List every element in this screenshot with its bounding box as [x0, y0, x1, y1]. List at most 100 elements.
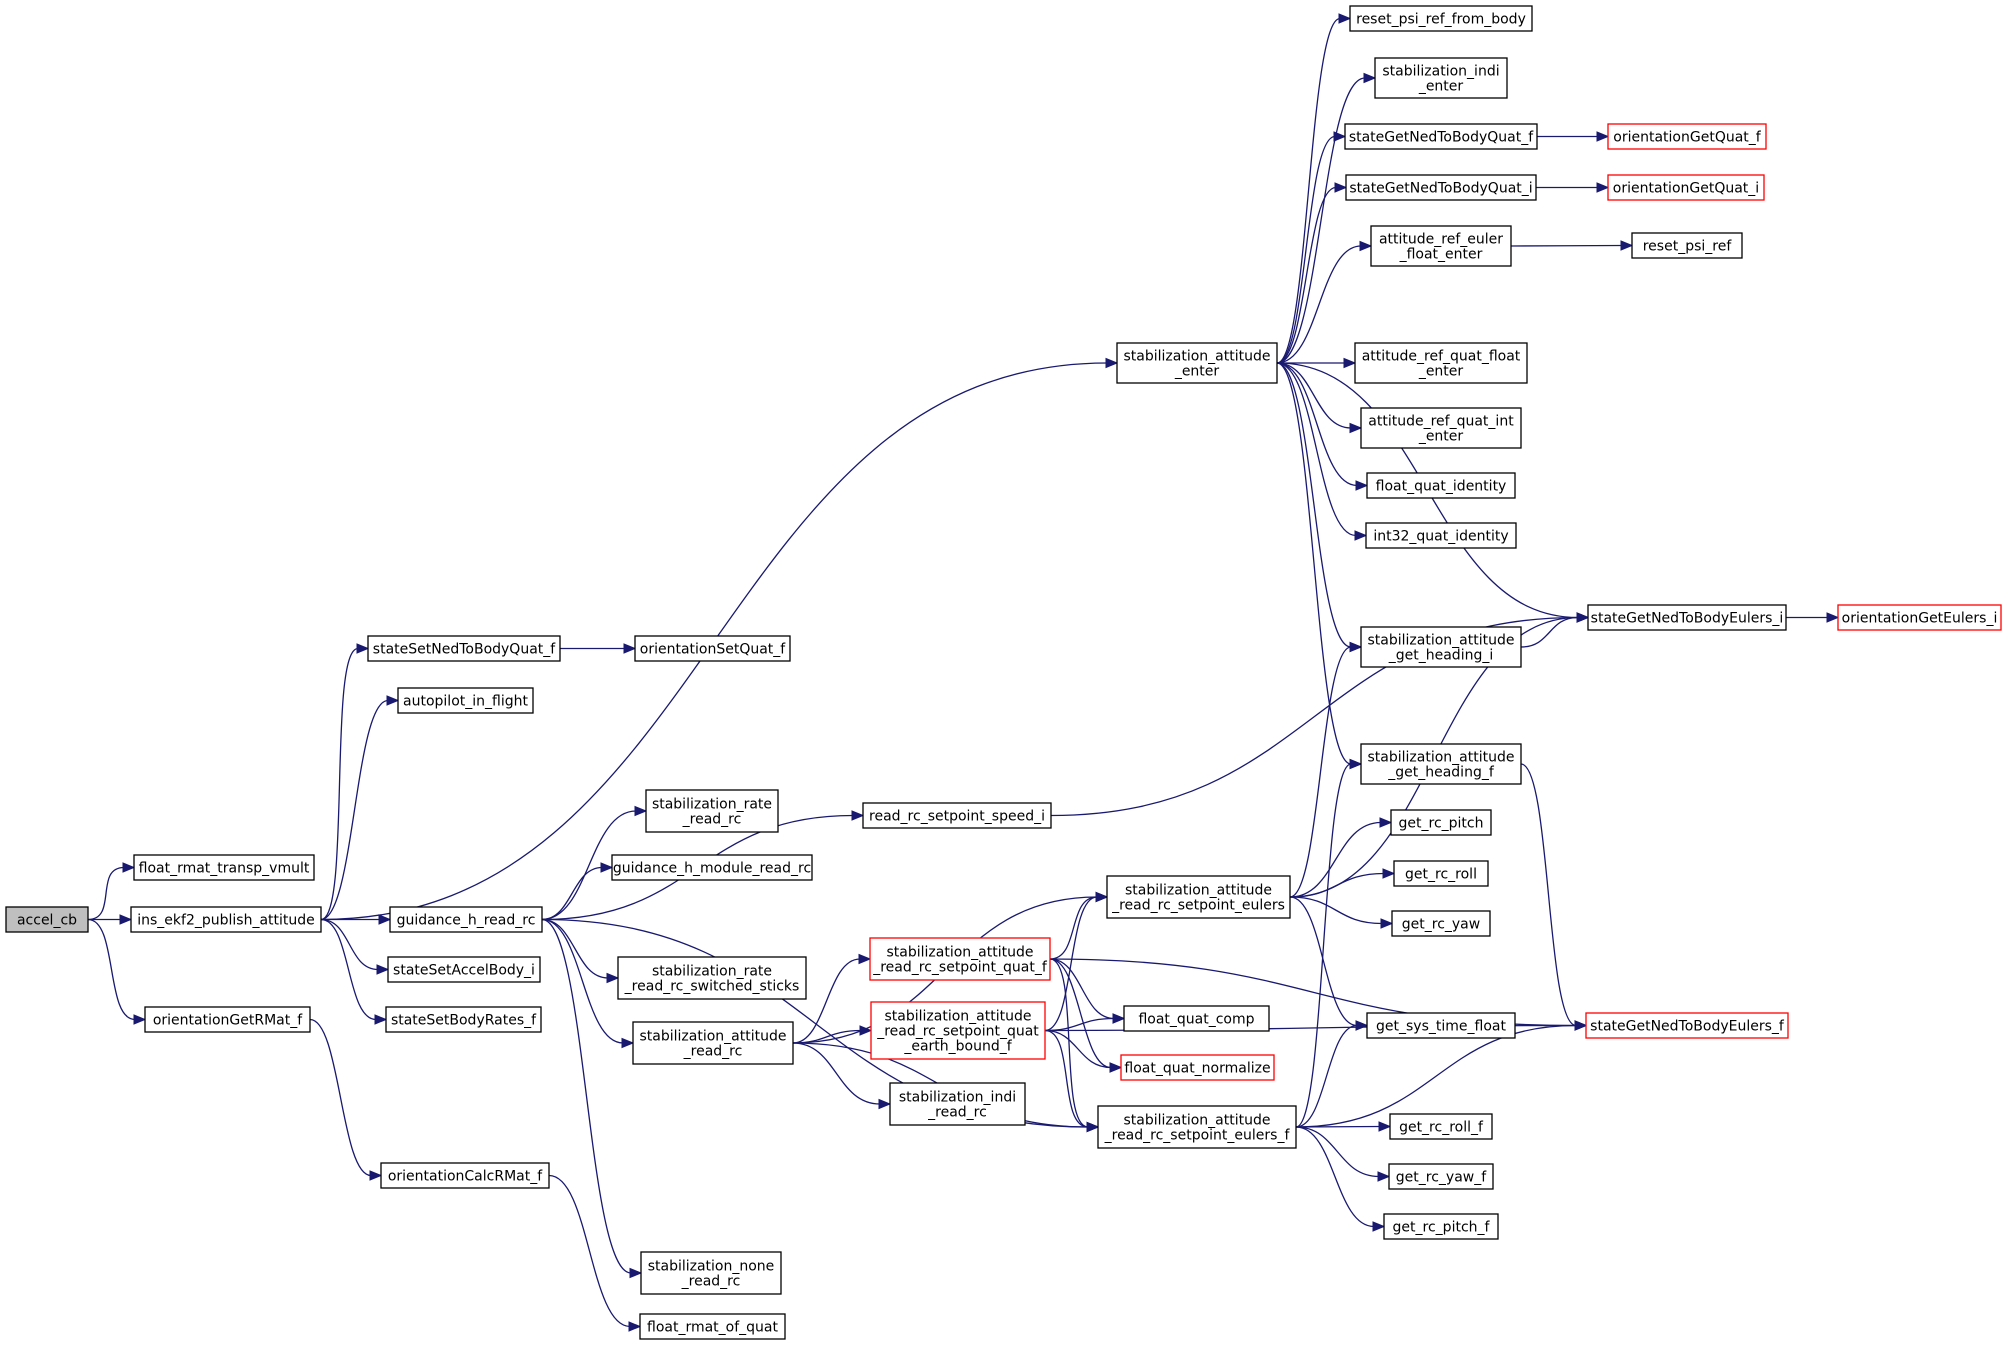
node-label: stabilization_attitude: [887, 945, 1034, 961]
node-orientationSetQuat-f[interactable]: orientationSetQuat_f: [634, 635, 791, 662]
node-ins-ekf2-publish-attitude[interactable]: ins_ekf2_publish_attitude: [130, 906, 322, 933]
node-reset-psi-ref-from-body[interactable]: reset_psi_ref_from_body: [1349, 5, 1533, 32]
node-stateGetNedToBodyEulers-f[interactable]: stateGetNedToBodyEulers_f: [1585, 1012, 1789, 1039]
node-float-rmat-transp-vmult[interactable]: float_rmat_transp_vmult: [133, 854, 315, 881]
node-stateGetNedToBodyQuat-f[interactable]: stateGetNedToBodyQuat_f: [1344, 123, 1538, 150]
node-stabilization-indi-read-rc[interactable]: stabilization_indi_read_rc: [889, 1082, 1026, 1126]
node-label: guidance_h_read_rc: [397, 913, 536, 929]
node-box: [1837, 604, 2002, 631]
node-get-rc-yaw[interactable]: get_rc_yaw: [1391, 910, 1491, 937]
arrowhead: [1620, 240, 1634, 251]
edge-stabilization-attitude-read-rc-to-stabilization-attitude-read-rc-setpoint-quat-f: [792, 958, 861, 1044]
node-attitude-ref-quat-int-enter[interactable]: attitude_ref_quat_int_enter: [1360, 407, 1522, 449]
node-stabilization-attitude-read-rc[interactable]: stabilization_attitude_read_rc: [632, 1021, 794, 1065]
edge-orientationCalcRMat-f-to-float-rmat-of-quat: [548, 1174, 631, 1328]
edge-attitude-ref-euler-float-enter-to-reset-psi-ref: [1510, 244, 1623, 247]
node-stabilization-rate-read-rc-switched-sticks[interactable]: stabilization_rate_read_rc_switched_stic…: [617, 956, 807, 1000]
node-get-rc-pitch-f[interactable]: get_rc_pitch_f: [1383, 1213, 1499, 1240]
node-get-rc-pitch[interactable]: get_rc_pitch: [1390, 809, 1492, 836]
node-label: stabilization_indi: [1382, 64, 1499, 80]
node-attitude-ref-euler-float-enter[interactable]: attitude_ref_euler_float_enter: [1370, 225, 1512, 267]
edge-ins-ekf2-publish-attitude-to-autopilot-in-flight: [320, 699, 389, 921]
node-box: [1354, 342, 1528, 384]
node-int32-quat-identity[interactable]: int32_quat_identity: [1365, 522, 1517, 549]
arrowhead: [378, 914, 392, 925]
node-get-rc-yaw-f[interactable]: get_rc_yaw_f: [1388, 1163, 1494, 1190]
node-get-sys-time-float[interactable]: get_sys_time_float: [1366, 1012, 1516, 1039]
node-stateSetNedToBodyQuat-f[interactable]: stateSetNedToBodyQuat_f: [367, 635, 561, 662]
node-box: [1366, 1012, 1516, 1039]
node-label: _read_rc_setpoint_eulers: [1111, 898, 1285, 914]
node-orientationCalcRMat-f[interactable]: orientationCalcRMat_f: [380, 1162, 550, 1189]
node-guidance-h-read-rc[interactable]: guidance_h_read_rc: [389, 906, 543, 933]
edge-stabilization-attitude-read-rc-setpoint-quat-f-to-float-quat-normalize: [1049, 958, 1112, 1069]
node-get-rc-roll-f[interactable]: get_rc_roll_f: [1389, 1113, 1493, 1140]
arrowhead: [1354, 530, 1368, 541]
arrowhead: [1382, 868, 1396, 879]
edge-accel-cb-to-float-rmat-transp-vmult: [87, 866, 125, 921]
node-stabilization-rate-read-rc[interactable]: stabilization_rate_read_rc: [645, 789, 779, 833]
arrowhead: [1826, 612, 1840, 623]
node-stabilization-attitude-read-rc-setpoint-quat-f[interactable]: stabilization_attitude_read_rc_setpoint_…: [869, 937, 1051, 981]
edge-accel-cb-to-orientationGetRMat-f: [87, 918, 136, 1021]
node-get-rc-roll[interactable]: get_rc_roll: [1393, 860, 1489, 887]
arrowhead: [1105, 357, 1119, 369]
arrowhead: [133, 1014, 147, 1025]
node-stabilization-none-read-rc[interactable]: stabilization_none_read_rc: [640, 1251, 782, 1295]
node-box: [1360, 407, 1522, 449]
arrowhead: [858, 953, 872, 965]
node-box: [367, 635, 561, 662]
node-label: stateSetNedToBodyQuat_f: [373, 642, 556, 658]
node-stateSetBodyRates-f[interactable]: stateSetBodyRates_f: [385, 1006, 542, 1033]
edge-stabilization-attitude-enter-to-attitude-ref-quat-int-enter: [1276, 362, 1352, 429]
node-reset-psi-ref[interactable]: reset_psi_ref: [1631, 232, 1743, 259]
node-orientationGetQuat-f[interactable]: orientationGetQuat_f: [1607, 123, 1767, 150]
node-autopilot-in-flight[interactable]: autopilot_in_flight: [397, 687, 534, 714]
node-stabilization-attitude-get-heading-i[interactable]: stabilization_attitude_get_heading_i: [1360, 626, 1522, 668]
node-stabilization-indi-enter[interactable]: stabilization_indi_enter: [1374, 57, 1508, 99]
node-label: stabilization_rate: [652, 797, 772, 813]
node-stabilization-attitude-read-rc-setpoint-eulers-f[interactable]: stabilization_attitude_read_rc_setpoint_…: [1097, 1105, 1297, 1149]
node-guidance-h-module-read-rc[interactable]: guidance_h_module_read_rc: [611, 854, 813, 881]
edge-guidance-h-read-rc-to-stabilization-rate-read-rc-switched-sticks: [541, 918, 609, 979]
node-stabilization-attitude-read-rc-setpoint-eulers[interactable]: stabilization_attitude_read_rc_setpoint_…: [1106, 875, 1291, 919]
node-float-quat-identity[interactable]: float_quat_identity: [1366, 472, 1516, 499]
node-float-quat-comp[interactable]: float_quat_comp: [1123, 1005, 1270, 1032]
node-float-rmat-of-quat[interactable]: float_rmat_of_quat: [639, 1313, 786, 1340]
node-stateGetNedToBodyQuat-i[interactable]: stateGetNedToBodyQuat_i: [1345, 174, 1537, 201]
node-label: reset_psi_ref_from_body: [1356, 12, 1526, 28]
node-orientationGetRMat-f[interactable]: orientationGetRMat_f: [144, 1006, 311, 1033]
edge-stabilization-attitude-read-rc-setpoint-eulers-f-to-stateGetNedToBodyEulers-f: [1295, 1024, 1577, 1128]
node-label: stabilization_rate: [652, 964, 772, 980]
node-label: stabilization_attitude: [1124, 349, 1271, 365]
node-accel-cb[interactable]: accel_cb: [5, 906, 89, 933]
edge-stabilization-attitude-enter-to-stabilization-indi-enter: [1276, 77, 1366, 364]
edge-stabilization-attitude-get-heading-i-to-stateGetNedToBodyEulers-i: [1520, 616, 1579, 648]
node-box: [1106, 875, 1291, 919]
node-box: [144, 1006, 311, 1033]
node-label: stabilization_indi: [899, 1090, 1016, 1106]
node-orientationGetQuat-i[interactable]: orientationGetQuat_i: [1607, 174, 1765, 201]
node-stabilization-attitude-enter[interactable]: stabilization_attitude_enter: [1116, 342, 1278, 384]
node-box: [1393, 860, 1489, 887]
node-label: _enter: [1418, 79, 1464, 95]
node-orientationGetEulers-i[interactable]: orientationGetEulers_i: [1837, 604, 2002, 631]
arrowhead: [1112, 1013, 1126, 1024]
node-stabilization-attitude-get-heading-f[interactable]: stabilization_attitude_get_heading_f: [1360, 743, 1522, 785]
node-box: [389, 906, 543, 933]
node-float-quat-normalize[interactable]: float_quat_normalize: [1120, 1054, 1275, 1081]
node-box: [1370, 225, 1512, 267]
node-label: float_quat_comp: [1138, 1012, 1254, 1028]
node-label: float_rmat_of_quat: [647, 1320, 779, 1336]
node-attitude-ref-quat-float-enter[interactable]: attitude_ref_quat_float_enter: [1354, 342, 1528, 384]
node-label: _earth_bound_f: [903, 1039, 1012, 1055]
node-stateGetNedToBodyEulers-i[interactable]: stateGetNedToBodyEulers_i: [1587, 604, 1787, 631]
node-stateSetAccelBody-i[interactable]: stateSetAccelBody_i: [387, 956, 541, 983]
node-read-rc-setpoint-speed-i[interactable]: read_rc_setpoint_speed_i: [862, 802, 1052, 829]
node-box: [889, 1082, 1026, 1126]
node-stabilization-attitude-read-rc-setpoint-quat-earth-bound-f[interactable]: stabilization_attitude_read_rc_setpoint_…: [870, 1001, 1046, 1060]
node-label: stabilization_none: [648, 1259, 775, 1275]
node-box: [1116, 342, 1278, 384]
edge-stabilization-attitude-read-rc-setpoint-eulers-f-to-get-rc-roll-f: [1295, 1125, 1381, 1128]
